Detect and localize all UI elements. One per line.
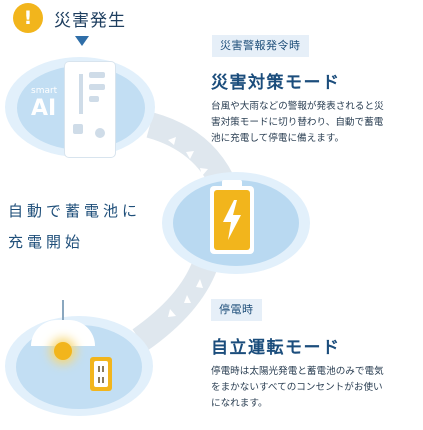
mode2-title: 自立運転モード bbox=[211, 338, 341, 358]
mode2-tag: 停電時 bbox=[211, 299, 262, 321]
mode1-title: 災害対策モード bbox=[211, 73, 341, 93]
mode1-desc-line: 台風や大雨などの警報が発表されると災 bbox=[211, 101, 384, 112]
alert-label: 災害発生 bbox=[54, 11, 126, 31]
smart-label: smart bbox=[31, 86, 58, 96]
side-caption-line1: 自動で蓄電池に bbox=[8, 202, 142, 220]
mode2-desc-line: になれます。 bbox=[211, 398, 268, 409]
mode1-description: 台風や大雨などの警報が発表されると災 害対策モードに切り替わり、自動で蓄電 池に… bbox=[211, 99, 416, 147]
light-bulb-icon bbox=[54, 342, 72, 360]
side-caption: 自動で蓄電池に 充電開始 bbox=[8, 196, 141, 258]
lamp-shade bbox=[31, 320, 95, 346]
smart-ai-device bbox=[65, 62, 115, 157]
alert-icon: ! bbox=[13, 3, 43, 33]
side-caption-line2: 充電開始 bbox=[8, 233, 85, 251]
lamp-cord bbox=[62, 300, 64, 322]
lightning-icon bbox=[223, 200, 241, 240]
down-arrow-icon bbox=[75, 36, 89, 46]
outlet-icon bbox=[90, 357, 112, 391]
mode1-tag: 災害警報発令時 bbox=[212, 35, 309, 57]
mode2-desc-line: をまかないすべてのコンセントがお使い bbox=[211, 382, 383, 393]
mode1-desc-line: 害対策モードに切り替わり、自動で蓄電 bbox=[211, 117, 384, 128]
ai-label: AI bbox=[31, 96, 57, 121]
mode2-desc-line: 停電時は太陽光発電と蓄電池のみで電気 bbox=[211, 366, 384, 377]
mode2-description: 停電時は太陽光発電と蓄電池のみで電気 をまかないすべてのコンセントがお使い にな… bbox=[211, 364, 416, 412]
battery-icon bbox=[210, 180, 254, 254]
mode1-desc-line: 池に充電して停電に備えます。 bbox=[211, 133, 345, 144]
